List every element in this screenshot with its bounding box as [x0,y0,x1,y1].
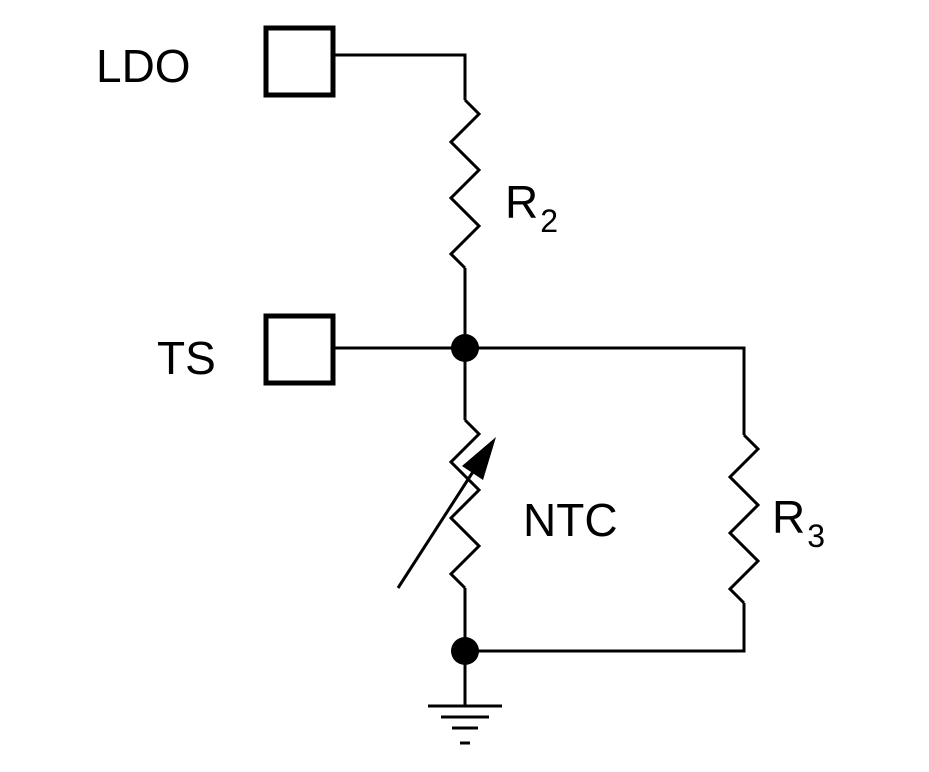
ts-pin-terminal [263,313,336,386]
r2-label: R2 [505,176,558,239]
r3-label-letter: R [772,491,805,543]
r2-label-subscript: 2 [540,203,558,239]
ldo-pin-terminal [263,25,336,98]
ts-junction-dot [451,334,479,362]
ntc-label: NTC [523,494,618,546]
r3-resistor-symbol [727,433,761,605]
ts-pin-label: TS [157,332,216,384]
r3-label: R3 [772,491,825,554]
r2-resistor-symbol [448,98,482,270]
ntc-variable-arrow-shaft [396,463,480,589]
ntc-variable-arrowhead [462,437,496,480]
ntc-thermistor-symbol [448,418,482,590]
r3-to-ground-node-wire [465,603,746,653]
r3-label-subscript: 3 [807,518,825,554]
ldo-to-r2-wire [333,53,467,100]
ground-icon [428,704,502,745]
r2-label-letter: R [505,176,538,228]
ts-node-to-r3-wire [465,346,746,435]
ldo-pin-label: LDO [96,40,191,92]
